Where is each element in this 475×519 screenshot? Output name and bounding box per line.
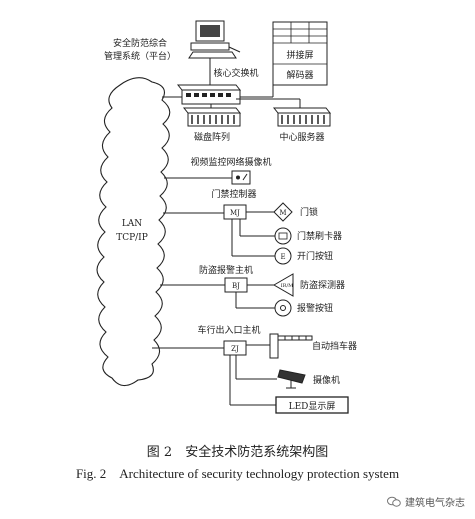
server-icon <box>272 107 332 127</box>
alarm-host-label: 防盗报警主机 <box>199 264 253 276</box>
network-camera-icon <box>231 170 251 185</box>
door-lock-icon <box>273 202 293 222</box>
access-controller-label: 门禁控制器 <box>211 188 256 200</box>
tcpip-label: TCP/IP <box>116 233 148 243</box>
vehicle-host-label: 车行出入口主机 <box>197 324 260 336</box>
watermark-text: 建筑电气杂志 <box>405 498 465 509</box>
card-reader-icon <box>274 227 292 245</box>
disk-array-label: 磁盘阵列 <box>194 131 230 143</box>
exit-button-symbol: E <box>280 253 285 261</box>
splice-screen-label: 拼接屏 <box>286 49 313 61</box>
wechat-icon <box>387 496 401 507</box>
camera-label: 摄像机 <box>313 374 340 386</box>
alarm-button-label: 报警按钮 <box>297 302 333 314</box>
lan-cloud <box>96 77 171 387</box>
security-system-label-2: 管理系统（平台） <box>104 50 176 62</box>
caption-chinese: 图 2 安全技术防范系统架构图 <box>146 445 329 460</box>
central-server-label: 中心服务器 <box>279 131 324 143</box>
detector-symbol: IR/M <box>281 283 294 289</box>
video-camera-label: 视频监控网络摄像机 <box>190 156 271 168</box>
watermark: 建筑电气杂志 <box>387 494 465 509</box>
exit-button-label: 开门按钮 <box>297 250 333 262</box>
card-reader-label: 门禁刷卡器 <box>297 230 342 242</box>
detector-icon <box>273 273 294 297</box>
door-lock-symbol: M <box>279 209 286 217</box>
zj-label: ZJ <box>231 345 239 353</box>
barrier-icon <box>269 333 313 359</box>
detector-label: 防盗探测器 <box>300 279 345 291</box>
computer-icon <box>188 20 241 59</box>
led-screen-box <box>275 396 349 414</box>
alarm-button-icon <box>274 299 292 317</box>
lan-label: LAN <box>122 219 142 229</box>
led-screen-label: LED显示屏 <box>289 401 336 412</box>
core-switch-label: 核心交换机 <box>213 67 258 79</box>
mj-label: MJ <box>230 209 240 217</box>
disk-array-icon <box>182 107 242 127</box>
security-system-label: 安全防范综合 <box>113 37 167 49</box>
splice-screen-box <box>272 21 328 86</box>
decoder-label: 解码器 <box>286 69 313 81</box>
camera-icon <box>277 369 306 389</box>
door-lock-label: 门锁 <box>300 206 318 218</box>
barrier-label: 自动挡车器 <box>312 340 357 352</box>
exit-button-icon <box>274 247 292 265</box>
core-switch-icon <box>176 84 242 105</box>
caption-english: Fig. 2 Architecture of security technolo… <box>75 466 400 481</box>
zj-box <box>223 340 247 356</box>
bj-label: BJ <box>232 282 240 290</box>
